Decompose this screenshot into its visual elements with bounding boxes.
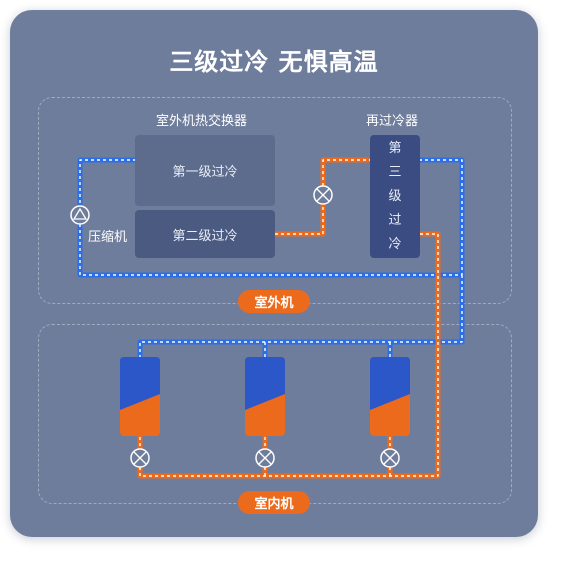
stage3-char: 三 [388, 164, 402, 180]
expansion-valve-icon [313, 185, 333, 205]
heat-exchanger-label: 室外机热交换器 [156, 114, 248, 129]
expansion-valve-icon [255, 448, 275, 468]
gas-line [77, 157, 465, 357]
stage3-subcooling: 第 三 级 过 冷 [370, 135, 420, 258]
stage3-char: 级 [388, 188, 402, 204]
indoor-unit [120, 357, 160, 436]
stage2-subcooling: 第二级过冷 [135, 210, 275, 258]
stage3-char: 过 [388, 212, 402, 228]
compressor-icon [70, 205, 90, 225]
compressor-label: 压缩机 [88, 230, 128, 245]
stage3-char: 冷 [388, 236, 402, 252]
subcooler-label: 再过冷器 [366, 114, 419, 129]
indoor-unit-badge: 室内机 [238, 491, 310, 514]
indoor-unit [370, 357, 410, 436]
stage3-char: 第 [388, 140, 402, 156]
expansion-valve-icon [130, 448, 150, 468]
diagram-title: 三级过冷 无惧高温 [169, 48, 379, 76]
indoor-unit [245, 357, 285, 436]
outdoor-unit-badge: 室外机 [238, 290, 310, 313]
stage1-subcooling: 第一级过冷 [135, 135, 275, 206]
expansion-valve-icon [380, 448, 400, 468]
